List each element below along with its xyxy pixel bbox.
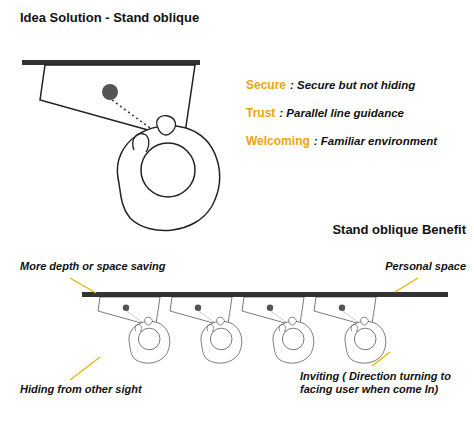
keyword: Trust bbox=[246, 106, 275, 120]
stand-figure bbox=[314, 297, 386, 363]
description: : Familiar environment bbox=[314, 135, 437, 149]
keyword: Welcoming bbox=[246, 134, 310, 148]
stand-figure bbox=[98, 297, 170, 363]
stand-figure bbox=[242, 297, 314, 363]
stand-figure bbox=[170, 297, 242, 363]
description: : Secure but not hiding bbox=[290, 79, 415, 93]
description: : Parallel line guidance bbox=[279, 107, 404, 121]
callout-label: Hiding from other sight bbox=[20, 383, 142, 396]
callout-label: Personal space bbox=[385, 260, 466, 273]
callout-label: More depth or space saving bbox=[20, 260, 165, 273]
callout-label: Inviting ( Direction turning to facing u… bbox=[300, 370, 468, 396]
stand-figure bbox=[40, 65, 220, 231]
keyword: Secure bbox=[246, 78, 286, 92]
title: Idea Solution - Stand oblique bbox=[20, 10, 199, 26]
wall-bar bbox=[82, 292, 448, 297]
leader-lines bbox=[70, 278, 418, 380]
section-heading: Stand oblique Benefit bbox=[332, 222, 466, 238]
